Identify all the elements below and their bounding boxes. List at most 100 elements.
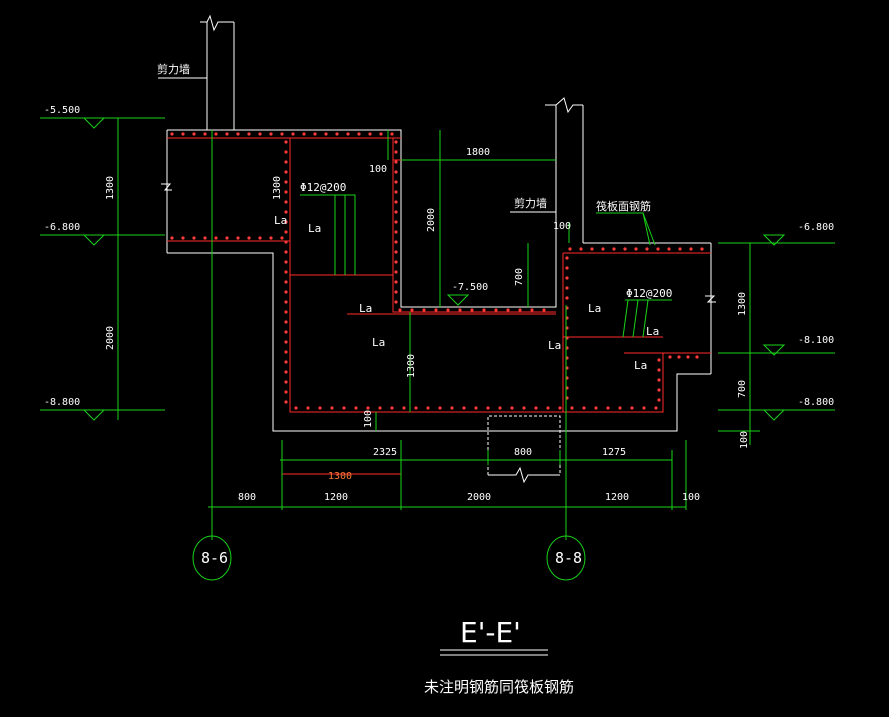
rebar-dot bbox=[530, 308, 534, 312]
la-label: La bbox=[646, 325, 659, 338]
dim-100: 100 bbox=[682, 492, 700, 503]
rebar-dot bbox=[284, 390, 288, 394]
rebar-dot bbox=[247, 132, 251, 136]
rebar-dot bbox=[284, 290, 288, 294]
rebar-dot bbox=[394, 230, 398, 234]
rebar-dot bbox=[284, 370, 288, 374]
rebar-dot bbox=[284, 230, 288, 234]
elev-right-3: -8.800 bbox=[798, 397, 834, 408]
rebar-dot bbox=[284, 260, 288, 264]
rebar-dot bbox=[486, 406, 490, 410]
rebar-dot bbox=[686, 355, 690, 359]
shear-wall-label-right: 剪力墙 bbox=[514, 196, 547, 210]
rebar-dot bbox=[390, 132, 394, 136]
rebar-dot bbox=[394, 170, 398, 174]
dim-1200-a: 1200 bbox=[324, 492, 348, 503]
rebar-dot bbox=[394, 150, 398, 154]
rebar-dot bbox=[284, 210, 288, 214]
rebar-dot bbox=[568, 247, 572, 251]
dim-1800: 1800 bbox=[466, 147, 490, 158]
la-label: La bbox=[308, 222, 321, 235]
rebar-dot bbox=[594, 406, 598, 410]
rebar-dot bbox=[590, 247, 594, 251]
rebar-dot bbox=[606, 406, 610, 410]
rebar-dot bbox=[342, 406, 346, 410]
rebar-dot bbox=[284, 300, 288, 304]
rebar-dot bbox=[284, 140, 288, 144]
shear-wall-label-left: 剪力墙 bbox=[157, 62, 190, 76]
rebar-dot bbox=[422, 308, 426, 312]
rebar-dot bbox=[269, 236, 273, 240]
rebar-dot bbox=[612, 247, 616, 251]
rebar-dot bbox=[657, 398, 661, 402]
rebar-dot bbox=[203, 132, 207, 136]
rebar-dot bbox=[522, 406, 526, 410]
la-label: La bbox=[372, 336, 385, 349]
rebar-dot bbox=[657, 358, 661, 362]
rebar-dot bbox=[181, 236, 185, 240]
text-labels: 剪力墙 剪力墙 筏板面钢筋 Φ12@200 Φ12@200 La La La L… bbox=[44, 62, 834, 696]
rebar-dot bbox=[306, 406, 310, 410]
rebar-dot bbox=[269, 132, 273, 136]
dim-2325: 2325 bbox=[373, 447, 397, 458]
rebar-dot bbox=[280, 236, 284, 240]
rebar-dot bbox=[482, 308, 486, 312]
elev-right-2: -8.100 bbox=[798, 335, 834, 346]
dim-right-700: 700 bbox=[737, 380, 748, 398]
rebar-dot bbox=[291, 132, 295, 136]
rebar-dot bbox=[645, 247, 649, 251]
rebar-dot bbox=[426, 406, 430, 410]
rebar-dot bbox=[236, 132, 240, 136]
rebar-dot bbox=[280, 132, 284, 136]
rebar-dot bbox=[284, 360, 288, 364]
rebar-dot bbox=[462, 406, 466, 410]
dim-left-1300: 1300 bbox=[105, 176, 116, 200]
dim-left-2000: 2000 bbox=[105, 326, 116, 350]
rebar-dot bbox=[394, 190, 398, 194]
rebar-dot bbox=[247, 236, 251, 240]
dim-right-1300: 1300 bbox=[737, 292, 748, 316]
rebar-lines bbox=[167, 137, 711, 480]
section-title: E'-E' bbox=[460, 616, 521, 649]
rebar-dot bbox=[579, 247, 583, 251]
rebar-dot bbox=[570, 406, 574, 410]
rebar-dot bbox=[258, 132, 262, 136]
dim-100-a: 100 bbox=[369, 164, 387, 175]
rebar-dot bbox=[394, 160, 398, 164]
axis-label-right: 8-8 bbox=[555, 549, 582, 567]
rebar-dot bbox=[668, 355, 672, 359]
dim-inner-1300b: 1300 bbox=[406, 354, 417, 378]
rebar-dot bbox=[170, 132, 174, 136]
la-label: La bbox=[548, 339, 561, 352]
rebar-dot bbox=[601, 247, 605, 251]
rebar-dot bbox=[284, 320, 288, 324]
rebar-dot bbox=[474, 406, 478, 410]
dim-right-100: 100 bbox=[739, 431, 750, 449]
rebar-dot bbox=[181, 132, 185, 136]
la-label: La bbox=[274, 214, 287, 227]
rebar-dot bbox=[394, 260, 398, 264]
rebar-dot bbox=[438, 406, 442, 410]
dim-100-b: 100 bbox=[553, 221, 571, 232]
elev-middle: -7.500 bbox=[452, 282, 488, 293]
rebar-dot bbox=[394, 220, 398, 224]
rebar-dot bbox=[366, 406, 370, 410]
rebar-dot bbox=[284, 170, 288, 174]
rebar-dot bbox=[470, 308, 474, 312]
rebar-dot bbox=[394, 200, 398, 204]
left-wall bbox=[158, 14, 235, 130]
rebar-dot bbox=[565, 296, 569, 300]
rebar-dot bbox=[542, 308, 546, 312]
rebar-dot bbox=[630, 406, 634, 410]
rebar-dot bbox=[284, 160, 288, 164]
rebar-dot bbox=[657, 388, 661, 392]
rebar-dot bbox=[394, 140, 398, 144]
rebar-dot bbox=[324, 132, 328, 136]
rebar-spec-left: Φ12@200 bbox=[300, 181, 346, 194]
axis-label-left: 8-6 bbox=[201, 549, 228, 567]
la-label: La bbox=[634, 359, 647, 372]
rebar-dot bbox=[318, 406, 322, 410]
rebar-dot bbox=[284, 190, 288, 194]
rebar-dot bbox=[378, 406, 382, 410]
